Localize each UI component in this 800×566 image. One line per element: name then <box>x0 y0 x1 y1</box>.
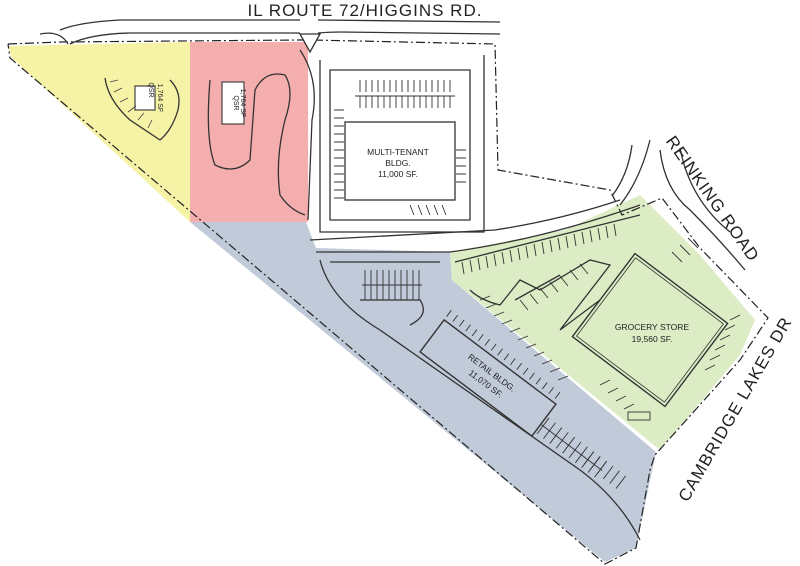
parcel-blue <box>190 222 656 562</box>
qsr-west-drive-thru <box>104 77 180 141</box>
retail-building <box>419 318 557 438</box>
qsr-east-area: 1,764 SF <box>239 89 246 117</box>
north-access-west <box>59 19 501 31</box>
qsr-east-drive-thru <box>207 73 306 216</box>
qsr-west-area: 1,764 SF <box>156 84 163 112</box>
multi-tenant-parking-loop <box>329 69 471 221</box>
multi-tenant-parking-loop-inner <box>319 55 485 233</box>
reinking-road <box>619 139 746 271</box>
parcel-red <box>190 42 308 222</box>
blue-zone-stalls <box>330 261 627 489</box>
grocery-building <box>571 252 729 408</box>
grocery-stalls <box>454 214 741 421</box>
multi-tenant-label-line1: MULTI-TENANT <box>367 147 429 157</box>
main-drive-aisle-south <box>316 204 641 253</box>
qsr-west-label: QSR <box>147 82 154 97</box>
grocery-label: GROCERY STORE <box>615 322 689 332</box>
qsr-east-pad <box>221 81 245 125</box>
multi-tenant-area: 11,000 SF. <box>378 169 418 179</box>
multi-tenant-label-line2: BLDG. <box>385 158 411 168</box>
retail-stalls <box>446 310 561 399</box>
qsr-east-label: QSR <box>232 95 239 110</box>
qsr-west-pad <box>134 85 156 111</box>
grocery-area: 19,560 SF. <box>632 334 673 344</box>
multi-tenant-stalls <box>334 80 466 216</box>
main-drive-aisle <box>309 199 621 241</box>
multi-tenant-building <box>344 121 456 201</box>
qsr-west-drive-thru-stall <box>109 79 153 129</box>
road-label-north: IL ROUTE 72/HIGGINS RD. <box>248 1 483 20</box>
parcel-yellow <box>8 42 190 222</box>
ring-road <box>299 49 641 541</box>
north-road-edge <box>39 31 501 45</box>
north-entrance-median <box>298 33 322 54</box>
reinking-road-edge <box>611 144 731 233</box>
